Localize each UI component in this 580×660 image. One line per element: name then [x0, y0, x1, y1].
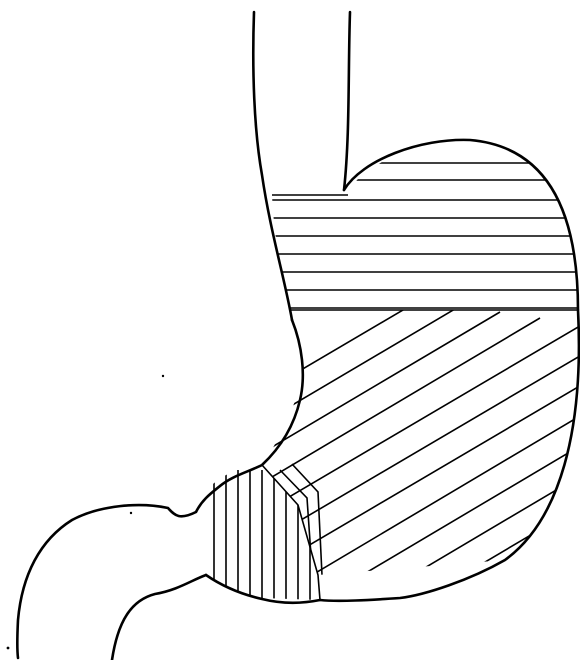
- stomach-lesser-curvature: [220, 320, 303, 486]
- duodenum-lower-wall: [112, 575, 206, 660]
- stomach-greater-curvature: [320, 140, 579, 601]
- pylorus-hatching: [214, 470, 310, 600]
- body-hatching: [250, 300, 580, 660]
- scan-specks: [7, 375, 165, 650]
- esophagus-right-wall: [344, 12, 350, 190]
- esophagus-left-wall: [253, 12, 292, 320]
- fundus-hatching: [260, 163, 580, 308]
- pylorus-lower-wall: [206, 575, 320, 603]
